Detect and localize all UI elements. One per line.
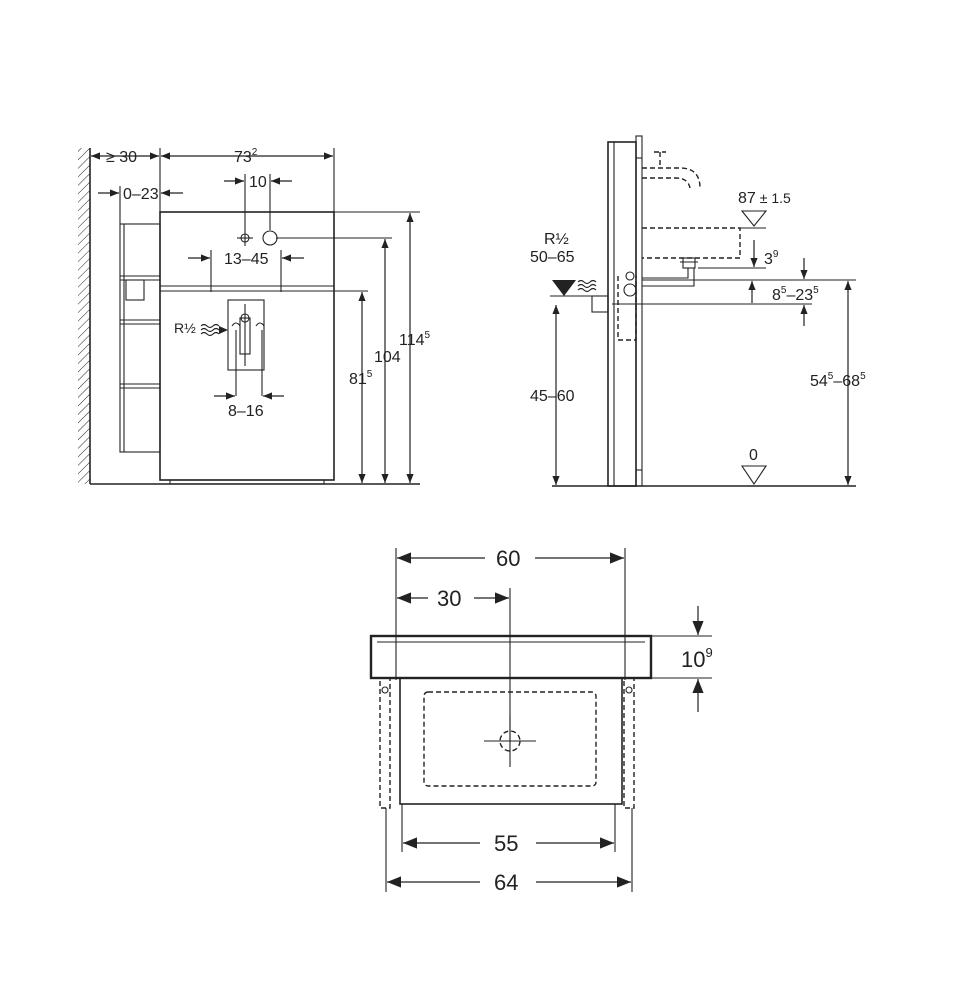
supply-label: R½ [174, 320, 196, 336]
front-view: ≥ 30 732 0–23 10 13–45 R½ 8 [78, 147, 431, 485]
basin-outline [642, 227, 741, 259]
dim-hole-label: 10 [249, 174, 267, 191]
dim-39-label: 39 [764, 249, 779, 268]
level-87-marker-icon [740, 210, 768, 227]
dim-81-label: 815 [349, 369, 373, 388]
dim-85-label: 85–235 [772, 285, 819, 304]
dim-offset-label: 0–23 [123, 186, 159, 203]
dim-30-label: 30 [437, 586, 461, 611]
faucet-icon [642, 151, 701, 189]
dim-45-60-label: 45–60 [530, 388, 575, 405]
side-supply-label: R½ [544, 231, 569, 248]
basin-body [399, 677, 623, 805]
side-panel [591, 135, 643, 487]
dim-55-label: 55 [494, 831, 518, 856]
shelf-unit [119, 223, 161, 453]
side-supply-marker-icon [552, 280, 576, 296]
side-water-wave-icon [577, 279, 597, 293]
dim-supply-label: 8–16 [228, 403, 264, 420]
siphon [617, 257, 698, 341]
top-view: 60 30 109 55 64 [369, 546, 713, 895]
dim-64-label: 64 [494, 870, 518, 895]
dim-109-label: 109 [681, 645, 713, 672]
side-supply-range: 50–65 [530, 249, 575, 266]
side-view: 87± 1.5 39 85–235 R½ 50–65 45–60 545–685 [530, 135, 866, 487]
basin-rim [369, 634, 653, 680]
dim-104-label: 104 [374, 349, 401, 366]
dim-wall-gap-label: ≥ 30 [106, 149, 137, 166]
dim-60-label: 60 [496, 546, 520, 571]
basin-legs [379, 677, 635, 809]
wall-hatch [78, 148, 90, 484]
water-wave-icon [200, 323, 228, 337]
dim-spacing-label: 13–45 [224, 251, 269, 268]
tap-hole-large [262, 230, 278, 246]
dim-114-label: 1145 [399, 330, 431, 349]
supply-box [227, 299, 265, 396]
tap-hole-small-icon [237, 230, 253, 246]
level-0-marker-icon [740, 465, 768, 485]
dim-545-label: 545–685 [810, 371, 866, 390]
cabinet-body [159, 211, 335, 485]
level-87-label: 87± 1.5 [738, 190, 791, 207]
dim-width-label: 732 [234, 147, 258, 166]
level-0-label: 0 [749, 447, 758, 464]
